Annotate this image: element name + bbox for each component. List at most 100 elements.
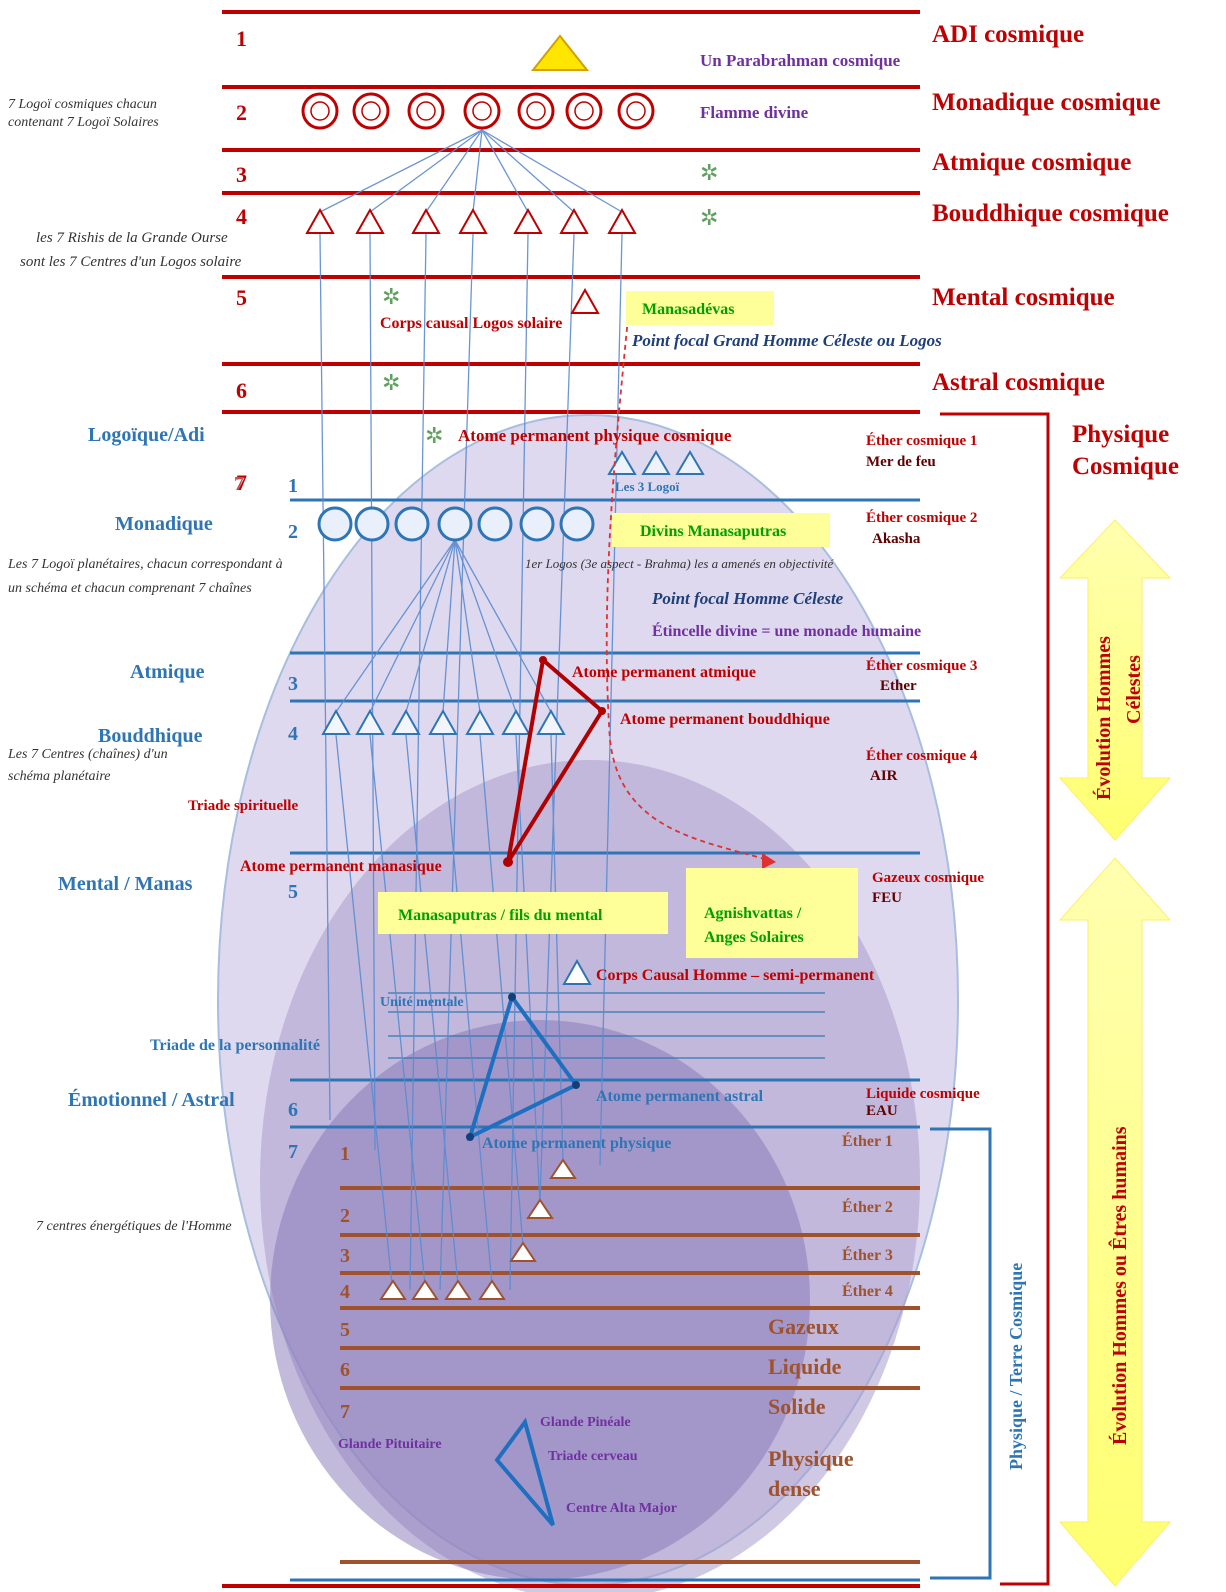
sys-name-4: Bouddhique — [98, 725, 203, 747]
evolution-celestes-2: Célestes — [1123, 655, 1145, 724]
cosmic-name-3: Atmique cosmique — [932, 149, 1131, 176]
rishis-1: les 7 Rishis de la Grande Ourse — [36, 230, 228, 246]
atome-cosmique: Atome permanent physique cosmique — [458, 426, 732, 445]
causal-body-triangle — [562, 958, 592, 985]
ether-1b: Mer de feu — [866, 454, 936, 470]
logoi-planetaires-2: un schéma et chacun comprenant 7 chaînes — [8, 581, 252, 596]
solide: Solide — [768, 1394, 826, 1419]
mental-sublines — [388, 992, 825, 1059]
ether-3a: Éther cosmique 3 — [866, 657, 977, 674]
ether3: Éther 3 — [842, 1245, 893, 1264]
triade-spirituelle: Triade spirituelle — [188, 798, 298, 814]
flamme-label: Flamme divine — [700, 103, 809, 122]
box-manasaputras — [378, 892, 668, 934]
cosmic-name-2: Monadique cosmique — [932, 89, 1161, 116]
cosmic-num-2: 2 — [236, 100, 247, 125]
cosmic-num-4: 4 — [236, 204, 247, 229]
corps-causal-logos: Corps causal Logos solaire — [380, 315, 562, 332]
liquide-b: EAU — [866, 1103, 898, 1119]
physique-dense-2: dense — [768, 1476, 821, 1501]
physique-dense-1: Physique — [768, 1446, 854, 1471]
terr-num-4: 4 — [340, 1281, 350, 1303]
ether4: Éther 4 — [842, 1281, 893, 1300]
cosmic-num-3: 3 — [236, 162, 247, 187]
personality-triad — [466, 992, 580, 1141]
terrestrial-lines — [340, 1186, 920, 1564]
parabrahman-label: Un Parabrahman cosmique — [700, 51, 901, 70]
sys-name-5: Mental / Manas — [58, 873, 193, 895]
ether-2a: Éther cosmique 2 — [866, 509, 977, 526]
sys-name-3: Atmique — [130, 661, 205, 683]
alta-major: Centre Alta Major — [566, 1501, 677, 1516]
rishis-2: sont les 7 Centres d'un Logos solaire — [20, 254, 242, 270]
sys-num-7: 7 — [288, 1141, 298, 1163]
cosmic-name-1: ADI cosmique — [932, 21, 1084, 48]
cosmic-logoi-circles — [301, 92, 655, 130]
box-manasadevas — [626, 291, 774, 325]
cosmic-num-6: 6 — [236, 378, 247, 403]
rishis-triangles — [305, 207, 637, 314]
adi-triangle — [530, 34, 590, 71]
glande-pituitaire: Glande Pituitaire — [338, 1437, 442, 1452]
gazeux: Gazeux — [768, 1314, 839, 1339]
sys-num-3: 3 — [288, 673, 298, 695]
physique-terre-label: Physique / Terre Cosmique — [1006, 1263, 1026, 1470]
triad-nodes — [503, 656, 606, 867]
atome-bouddhique: Atome permanent bouddhique — [620, 711, 830, 728]
ether-2b: Akasha — [872, 531, 921, 547]
terr-num-2: 2 — [340, 1205, 350, 1227]
spiritual-triad — [506, 656, 605, 864]
centres-2: schéma planétaire — [8, 769, 111, 784]
cosmic-name-5: Mental cosmique — [932, 284, 1115, 311]
sys-seven: 7 — [234, 473, 244, 495]
arrow-head — [762, 853, 776, 869]
ether-3b: Ether — [880, 678, 917, 694]
terr-num-5: 5 — [340, 1319, 350, 1341]
cosmic-name-6: Astral cosmique — [932, 369, 1105, 396]
liquide: Liquide — [768, 1354, 842, 1379]
evolution-celestes-1: Évolution Hommes — [1092, 636, 1115, 800]
physique-cosmique-2: Cosmique — [1072, 453, 1179, 480]
systemic-plane-lines — [290, 498, 920, 1582]
svg-text:✲: ✲ — [382, 284, 400, 309]
logoi3: Les 3 Logoï — [615, 479, 680, 494]
planetary-logoi-circles — [317, 506, 595, 542]
three-logoi-triangles — [607, 450, 705, 475]
terr-num-6: 6 — [340, 1359, 350, 1381]
box-divins — [612, 513, 830, 547]
cosmic-num-7: 7 — [236, 470, 247, 495]
evolution-humains: Évolution Hommes ou Êtres humains — [1107, 1126, 1131, 1445]
gazeux-b: FEU — [872, 890, 902, 906]
svg-text:✲: ✲ — [425, 423, 443, 448]
corps-causal-homme: Corps Causal Homme – semi-permanent — [596, 967, 875, 984]
arrow-celestes — [1058, 519, 1172, 841]
manasadevas-path — [605, 317, 769, 861]
brain-triad — [494, 1417, 555, 1527]
cosmic-num-5: 5 — [236, 285, 247, 310]
gazeux-a: Gazeux cosmique — [872, 870, 984, 886]
svg-text:✲: ✲ — [700, 160, 718, 185]
sys-num-6: 6 — [288, 1099, 298, 1121]
cosmic-logoi-inner — [310, 101, 646, 121]
terr-num-1: 1 — [340, 1143, 350, 1165]
planetary-centres-triangles — [321, 708, 566, 735]
atome-physique: Atome permanent physique — [482, 1135, 671, 1152]
terr-num-3: 3 — [340, 1245, 350, 1267]
personality-nodes — [466, 993, 580, 1141]
atome-manasique: Atome permanent manasique — [240, 858, 442, 875]
manasadevas: Manasadévas — [642, 301, 734, 318]
manasaputras: Manasaputras / fils du mental — [398, 907, 603, 924]
liquide-a: Liquide cosmique — [866, 1086, 980, 1102]
sys-name-2: Monadique — [115, 513, 213, 535]
ether-1a: Éther cosmique 1 — [866, 432, 977, 449]
triade-personnalite: Triade de la personnalité — [150, 1037, 320, 1054]
triade-cerveau: Triade cerveau — [548, 1449, 638, 1464]
arrow-humains — [1058, 857, 1172, 1587]
sys-num-1: 1 — [288, 475, 298, 497]
inner-egg — [270, 1020, 810, 1580]
ether-4b: AIR — [870, 768, 898, 784]
premier-logos: 1er Logos (3e aspect - Brahma) les a ame… — [525, 556, 835, 571]
atom-icons: ✲✲ ✲✲ ✲ — [382, 160, 718, 448]
